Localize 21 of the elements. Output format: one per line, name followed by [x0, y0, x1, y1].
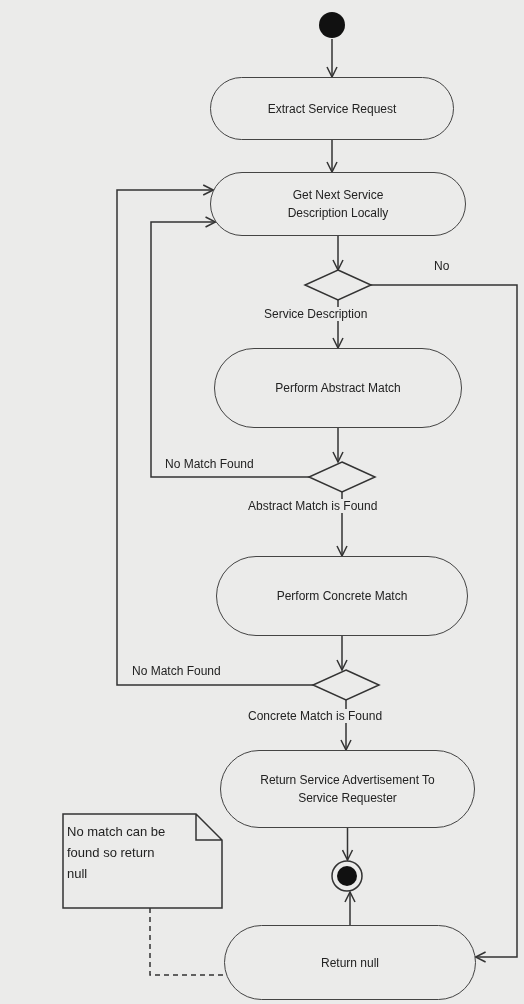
action-label: Perform Concrete Match	[275, 588, 409, 605]
arrow	[116, 184, 314, 686]
action-label: Return null	[320, 954, 380, 972]
action-label: Extract Service Request	[266, 100, 398, 118]
edge-label: Abstract Match is Found	[246, 499, 380, 514]
arrow	[341, 827, 354, 861]
arrow	[150, 216, 310, 478]
arrow	[344, 891, 356, 926]
action-label: Perform Abstract Match	[274, 380, 402, 397]
arrow	[370, 284, 518, 963]
arrow	[326, 139, 338, 173]
arrow	[332, 427, 344, 463]
arrow	[326, 38, 338, 78]
action-label: Get Next Service Description Locally	[286, 187, 390, 222]
edge-label: Service Description	[262, 307, 370, 322]
arrow	[332, 235, 344, 271]
edge-label: Concrete Match is Found	[246, 709, 385, 724]
arrow	[336, 635, 348, 671]
action-label: Return Service Advertisement To Service Requester	[259, 772, 436, 807]
action-box	[210, 172, 466, 236]
note-text: No match can be found so return null	[66, 823, 167, 883]
